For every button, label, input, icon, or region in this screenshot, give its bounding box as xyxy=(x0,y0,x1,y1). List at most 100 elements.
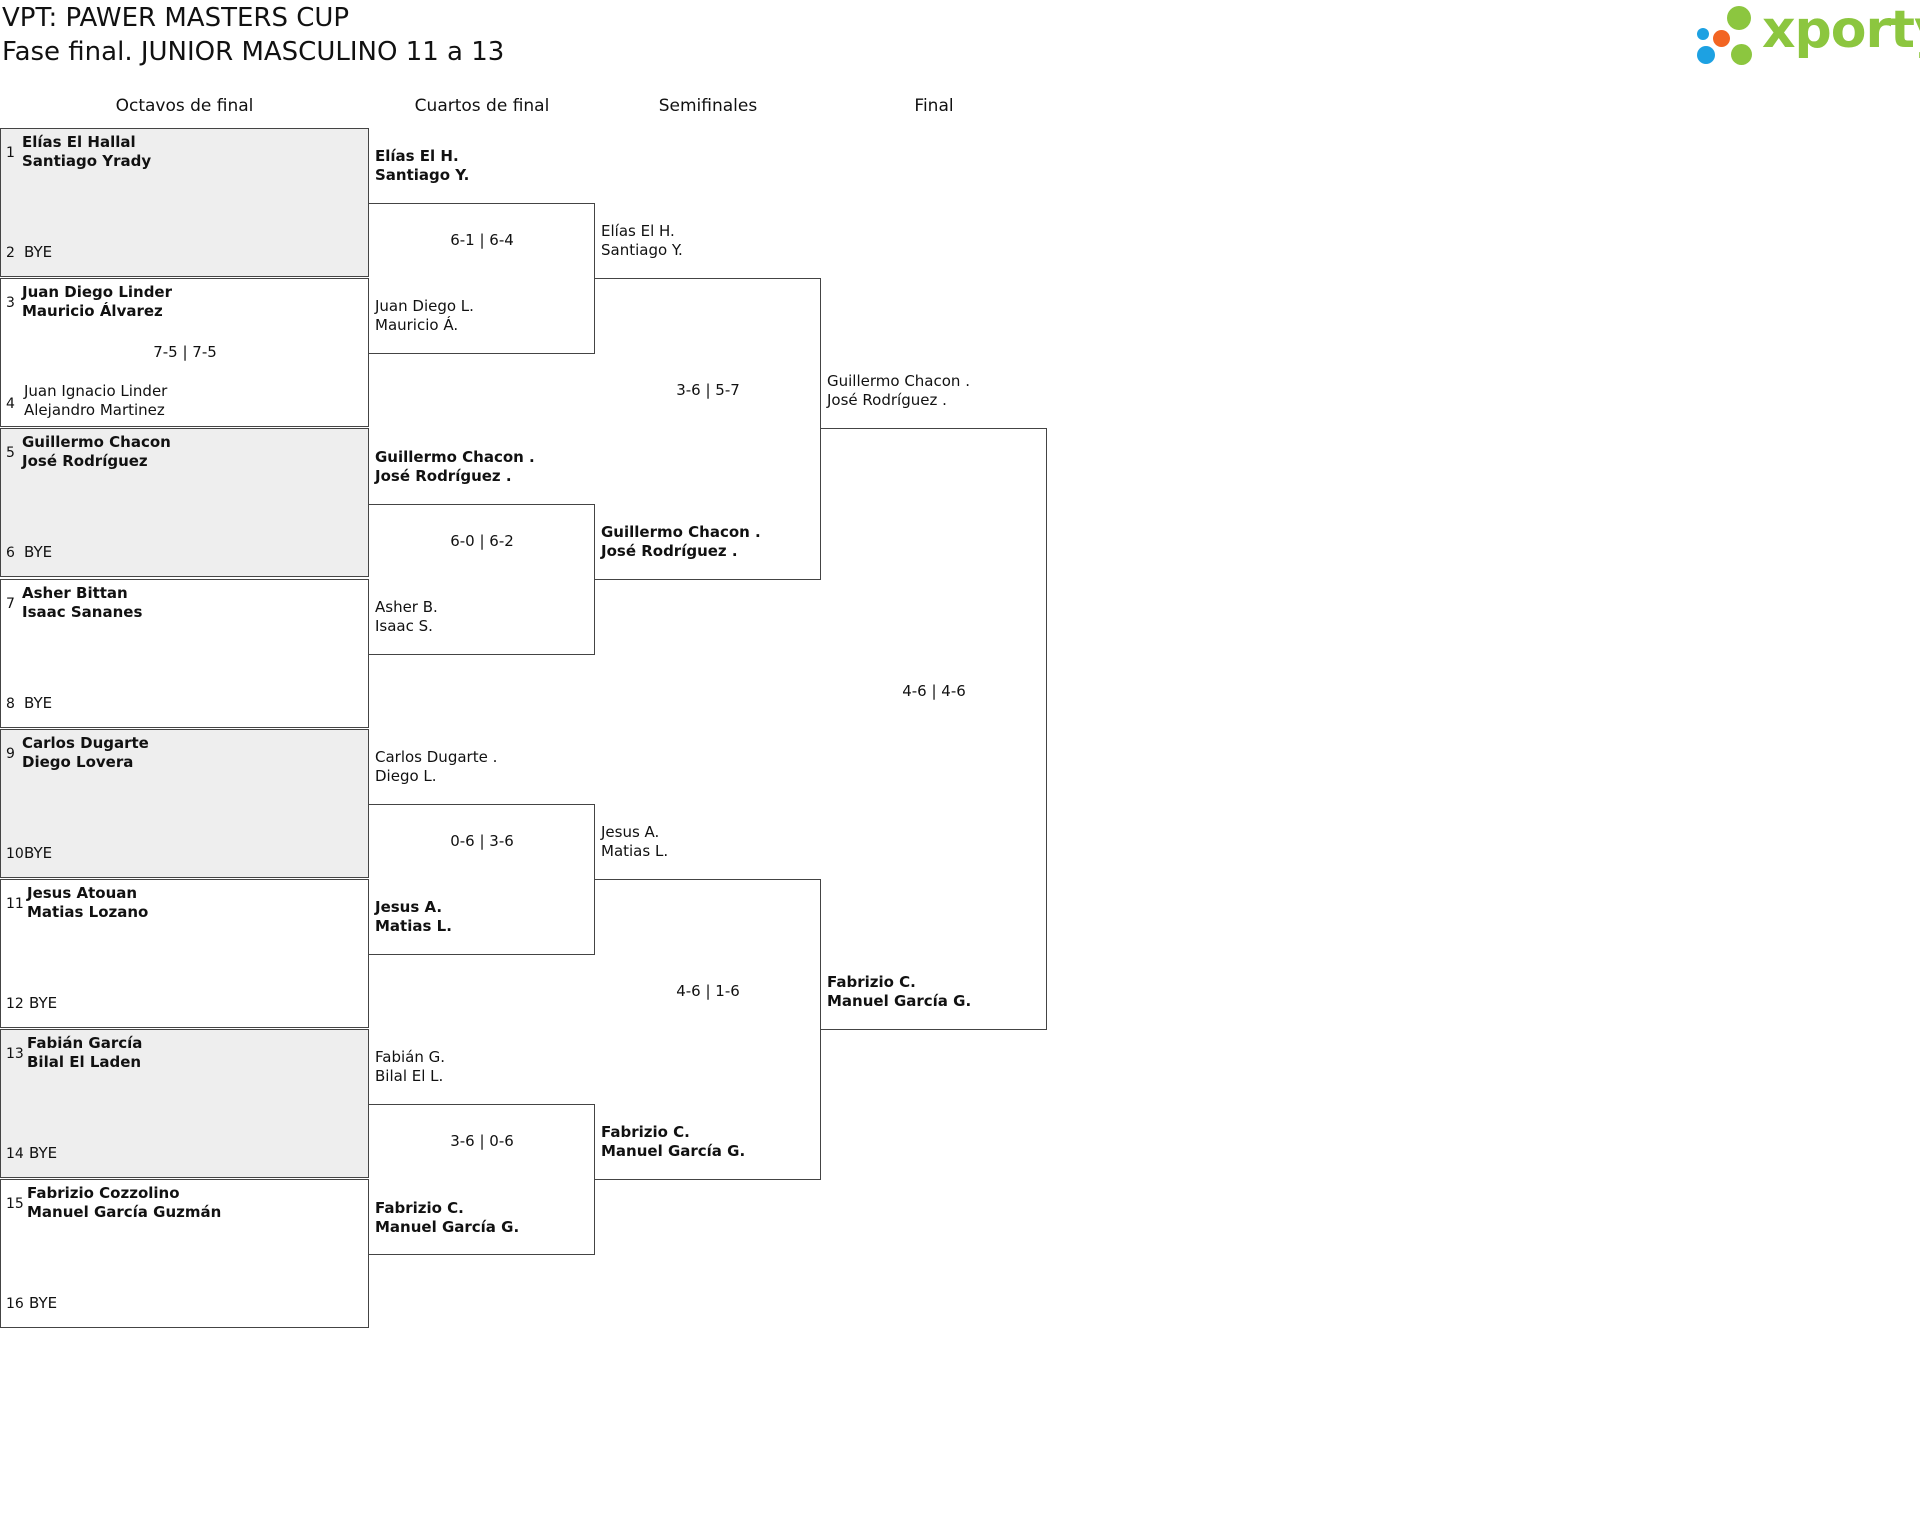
seed-number: 1 xyxy=(6,145,15,161)
seed-number: 9 xyxy=(6,745,15,762)
partner-name: Matias Lozano xyxy=(27,903,149,921)
partner-name: Santiago Y. xyxy=(601,241,683,260)
match-connector xyxy=(369,203,595,355)
logo-dot-green-small xyxy=(1731,44,1752,65)
partner-name: Bilal El Laden xyxy=(27,1053,142,1072)
team-entry: Carlos Dugarte .Diego L. xyxy=(375,748,497,786)
player-name: Guillermo Chacon . xyxy=(827,372,970,391)
match-score: 7-5 | 7-5 xyxy=(153,343,217,362)
match-connector xyxy=(369,1104,595,1256)
player-name: Fabrizio C. xyxy=(827,973,916,992)
team-entry: Juan Diego L.Mauricio Á. xyxy=(375,297,474,335)
match-score: 0-6 | 3-6 xyxy=(450,832,514,850)
round16-match xyxy=(0,128,369,277)
team-entry: Jesus A.Matias L. xyxy=(375,898,452,936)
team-entry: Elías El H.Santiago Y. xyxy=(601,222,683,260)
seed-number: 13 xyxy=(6,1046,24,1063)
player-name: Juan Ignacio Linder xyxy=(24,382,168,401)
partner-name: Mauricio Á. xyxy=(375,316,459,335)
seed-number: 16 xyxy=(6,1296,24,1313)
round16-match xyxy=(0,428,369,578)
match-score: 3-6 | 5-7 xyxy=(676,381,740,400)
bye-label: BYE xyxy=(24,843,53,862)
seed-number: 4 xyxy=(6,396,15,413)
player-name: Carlos Dugarte xyxy=(22,733,149,752)
seed-number: 6 xyxy=(6,545,15,562)
xporty-logo: xporty xyxy=(1695,0,1920,68)
player-name: Asher B. xyxy=(375,597,438,616)
partner-name: Manuel García G. xyxy=(601,1142,746,1161)
partner-name: Matias L. xyxy=(375,917,452,936)
match-score: 4-6 | 4-6 xyxy=(902,681,966,700)
seed-number: 8 xyxy=(6,695,15,712)
round-header: Octavos de final xyxy=(115,96,254,116)
player-name: Jesus Atouan xyxy=(27,884,138,902)
player-name: Guillermo Chacon . xyxy=(601,522,761,541)
logo-dot-orange xyxy=(1713,30,1730,47)
bye-label: BYE xyxy=(29,1144,58,1163)
player-name: Elías El H. xyxy=(601,222,675,241)
tournament-title: VPT: PAWER MASTERS CUP xyxy=(2,3,350,33)
bye-label: BYE xyxy=(24,693,53,712)
seed-number: 14 xyxy=(6,1146,24,1163)
partner-name: Manuel García G. xyxy=(375,1217,520,1236)
match-score: 4-6 | 1-6 xyxy=(676,982,740,1001)
team-entry: Elías El H.Santiago Y. xyxy=(375,147,469,185)
bye-label: BYE xyxy=(29,1294,58,1313)
player-name: Guillermo Chacon . xyxy=(375,447,535,466)
round-header: Cuartos de final xyxy=(414,96,550,116)
match-connector xyxy=(595,879,821,1181)
partner-name: Manuel García Guzmán xyxy=(27,1203,222,1222)
team-entry: Guillermo Chacon .José Rodríguez . xyxy=(601,523,761,561)
partner-name: Isaac Sananes xyxy=(22,602,143,621)
partner-name: Bilal El L. xyxy=(375,1067,444,1086)
player-name: Asher Bittan xyxy=(22,583,128,602)
match-connector xyxy=(821,428,1047,1031)
partner-name: Manuel García G. xyxy=(827,992,972,1011)
round16-match xyxy=(0,879,369,1028)
player-name: Fabrizio C. xyxy=(375,1198,464,1217)
seed-number: 15 xyxy=(6,1196,24,1213)
partner-name: Mauricio Álvarez xyxy=(22,302,163,321)
player-name: Jesus A. xyxy=(601,823,660,841)
round-header: Semifinales xyxy=(658,96,758,116)
seed-number: 7 xyxy=(6,595,15,612)
player-name: Fabrizio C. xyxy=(601,1123,690,1142)
seed-number: 11 xyxy=(6,896,24,912)
player-name: Elías El Hallal xyxy=(22,133,136,151)
team-entry: Jesus A.Matias L. xyxy=(601,823,668,861)
team-entry: Fabrizio C.Manuel García G. xyxy=(375,1199,519,1237)
team-entry: Fabrizio C.Manuel García G. xyxy=(827,973,971,1011)
player-name: Elías El H. xyxy=(375,147,459,166)
round16-match xyxy=(0,1029,369,1179)
partner-name: José Rodríguez . xyxy=(375,466,512,485)
partner-name: Diego L. xyxy=(375,766,437,785)
match-score: 3-6 | 0-6 xyxy=(450,1132,514,1151)
partner-name: Matias L. xyxy=(601,842,669,860)
player-name: Fabrizio Cozzolino xyxy=(27,1184,180,1203)
team-entry: Guillermo Chacon .José Rodríguez . xyxy=(375,448,535,486)
player-name: Carlos Dugarte . xyxy=(375,747,498,766)
match-score: 6-0 | 6-2 xyxy=(450,531,514,550)
match-score: 6-1 | 6-4 xyxy=(450,231,514,250)
team-entry: Asher B.Isaac S. xyxy=(375,598,438,636)
bye-label: BYE xyxy=(24,243,53,261)
seed-number: 2 xyxy=(6,245,15,261)
match-connector xyxy=(595,278,821,580)
bye-label: BYE xyxy=(24,543,53,562)
partner-name: José Rodríguez . xyxy=(601,541,738,560)
player-name: Fabián G. xyxy=(375,1048,445,1067)
partner-name: Santiago Y. xyxy=(375,166,470,185)
player-name: Juan Diego L. xyxy=(375,297,474,316)
seed-number: 10 xyxy=(6,845,24,862)
partner-name: Santiago Yrady xyxy=(22,152,152,170)
match-connector xyxy=(369,503,595,655)
round-header: Final xyxy=(914,96,954,116)
round16-match xyxy=(0,1179,369,1329)
bye-label: BYE xyxy=(29,994,58,1012)
match-connector xyxy=(369,803,595,956)
partner-name: Isaac S. xyxy=(375,616,433,635)
logo-dot-blue xyxy=(1697,46,1715,64)
round16-match xyxy=(0,278,369,428)
round16-match xyxy=(0,728,369,878)
